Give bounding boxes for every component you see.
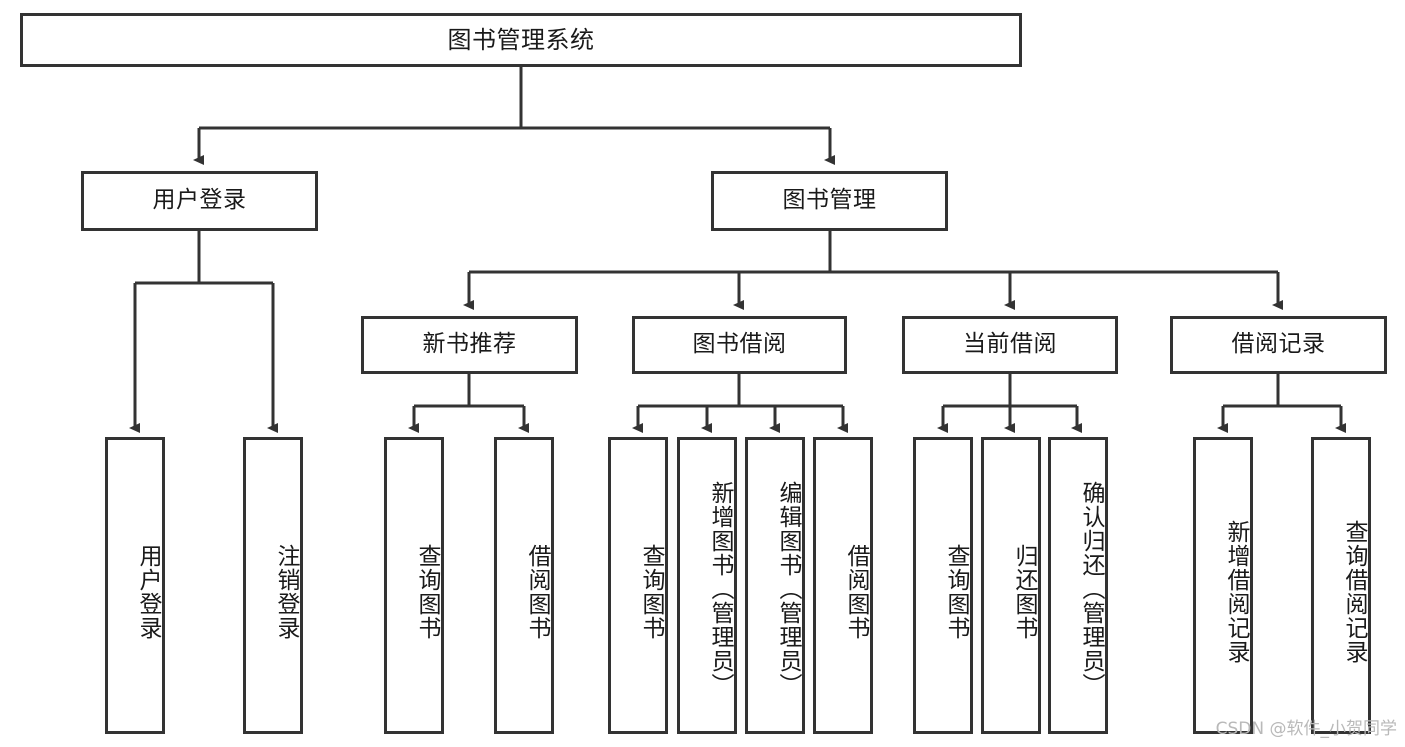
node-label: 用户登录 xyxy=(152,187,247,214)
node-label: 新增借阅记录 xyxy=(1223,519,1249,664)
csdn-watermark: CSDN @软件_小贺同学 xyxy=(1215,719,1397,739)
leaf-borrow-book-borrow[interactable]: 借阅图书 xyxy=(813,437,873,734)
leaf-query-book-current[interactable]: 查询图书 xyxy=(913,437,973,734)
node-label: 用户登录 xyxy=(135,543,161,640)
leaf-query-book-borrow[interactable]: 查询图书 xyxy=(608,437,668,734)
node-new-book-recommend[interactable]: 新书推荐 xyxy=(361,316,578,374)
node-book-borrow[interactable]: 图书借阅 xyxy=(632,316,847,374)
node-user-login[interactable]: 用户登录 xyxy=(81,171,318,231)
node-label: 查询图书 xyxy=(414,543,440,640)
node-label: 注销登录 xyxy=(273,543,299,640)
leaf-query-borrow-record[interactable]: 查询借阅记录 xyxy=(1311,437,1371,734)
node-label: 图书借阅 xyxy=(692,331,787,358)
node-label: 确认归还（管理员） xyxy=(1078,480,1104,697)
node-label: 编辑图书（管理员） xyxy=(775,480,801,697)
node-label: 新增图书（管理员） xyxy=(707,480,733,697)
node-current-borrow[interactable]: 当前借阅 xyxy=(902,316,1118,374)
node-label: 新书推荐 xyxy=(422,331,517,358)
leaf-edit-book-admin[interactable]: 编辑图书（管理员） xyxy=(745,437,805,734)
node-book-management[interactable]: 图书管理 xyxy=(711,171,948,231)
node-label: 借阅图书 xyxy=(524,543,550,640)
leaf-confirm-return-admin[interactable]: 确认归还（管理员） xyxy=(1048,437,1108,734)
node-label: 归还图书 xyxy=(1011,543,1037,640)
leaf-borrow-book-recommend[interactable]: 借阅图书 xyxy=(494,437,554,734)
leaf-logout-login[interactable]: 注销登录 xyxy=(243,437,303,734)
node-borrow-record[interactable]: 借阅记录 xyxy=(1170,316,1387,374)
node-label: 借阅图书 xyxy=(843,543,869,640)
node-label: 图书管理系统 xyxy=(447,25,595,54)
node-label: 图书管理 xyxy=(782,187,877,214)
node-label: 查询借阅记录 xyxy=(1341,519,1367,664)
leaf-user-login[interactable]: 用户登录 xyxy=(105,437,165,734)
node-root-book-management-system[interactable]: 图书管理系统 xyxy=(20,13,1022,67)
node-label: 借阅记录 xyxy=(1231,331,1326,358)
leaf-add-book-admin[interactable]: 新增图书（管理员） xyxy=(677,437,737,734)
leaf-query-book-recommend[interactable]: 查询图书 xyxy=(384,437,444,734)
node-label: 当前借阅 xyxy=(963,331,1057,358)
node-label: 查询图书 xyxy=(638,543,664,640)
node-label: 查询图书 xyxy=(943,543,969,640)
leaf-add-borrow-record[interactable]: 新增借阅记录 xyxy=(1193,437,1253,734)
leaf-return-book[interactable]: 归还图书 xyxy=(981,437,1041,734)
